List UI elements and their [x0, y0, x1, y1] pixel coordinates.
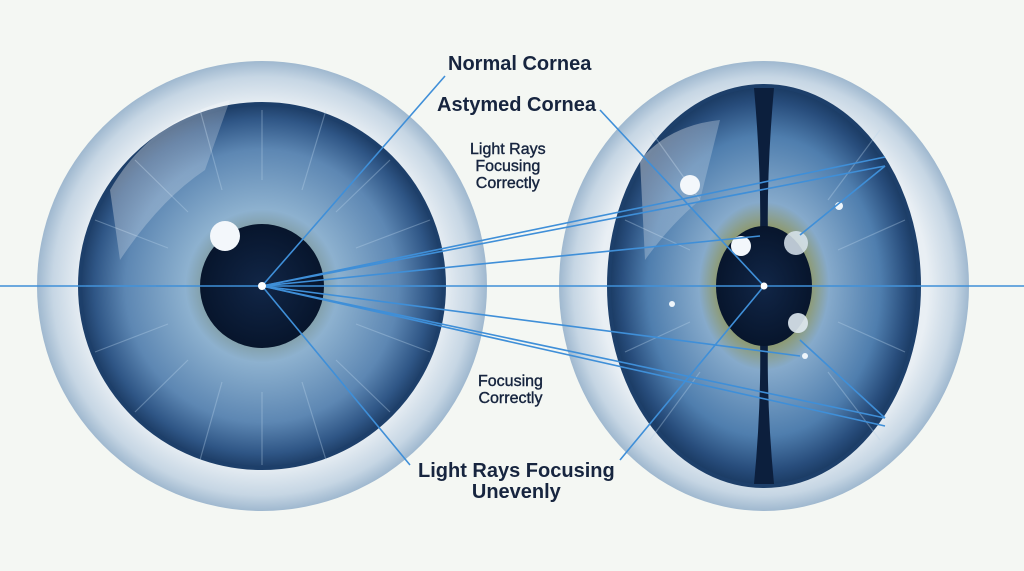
label-light-rays-focusing-correctly: Light Rays Focusing Correctly — [470, 141, 546, 192]
label-line: Correctly — [478, 389, 543, 407]
label-line: Unevenly — [471, 481, 561, 503]
label-normal-cornea: Normal Cornea — [448, 53, 592, 75]
label-light-rays-focusing-unevenly: Light Rays Focusing Unevenly — [418, 461, 615, 503]
label-line: Correctly — [475, 174, 540, 192]
label-astymed-cornea: Astymed Cornea — [437, 94, 596, 116]
label-focusing-correctly: Focusing Correctly — [478, 373, 543, 408]
label-line: Light Rays Focusing — [418, 460, 615, 482]
focal-point-astigmatic — [760, 282, 768, 290]
focal-point-normal — [258, 282, 266, 290]
light-rays — [0, 75, 1024, 466]
label-line: Focusing — [475, 157, 541, 175]
label-line: Focusing — [478, 373, 543, 390]
label-line: Light Rays — [470, 141, 546, 158]
